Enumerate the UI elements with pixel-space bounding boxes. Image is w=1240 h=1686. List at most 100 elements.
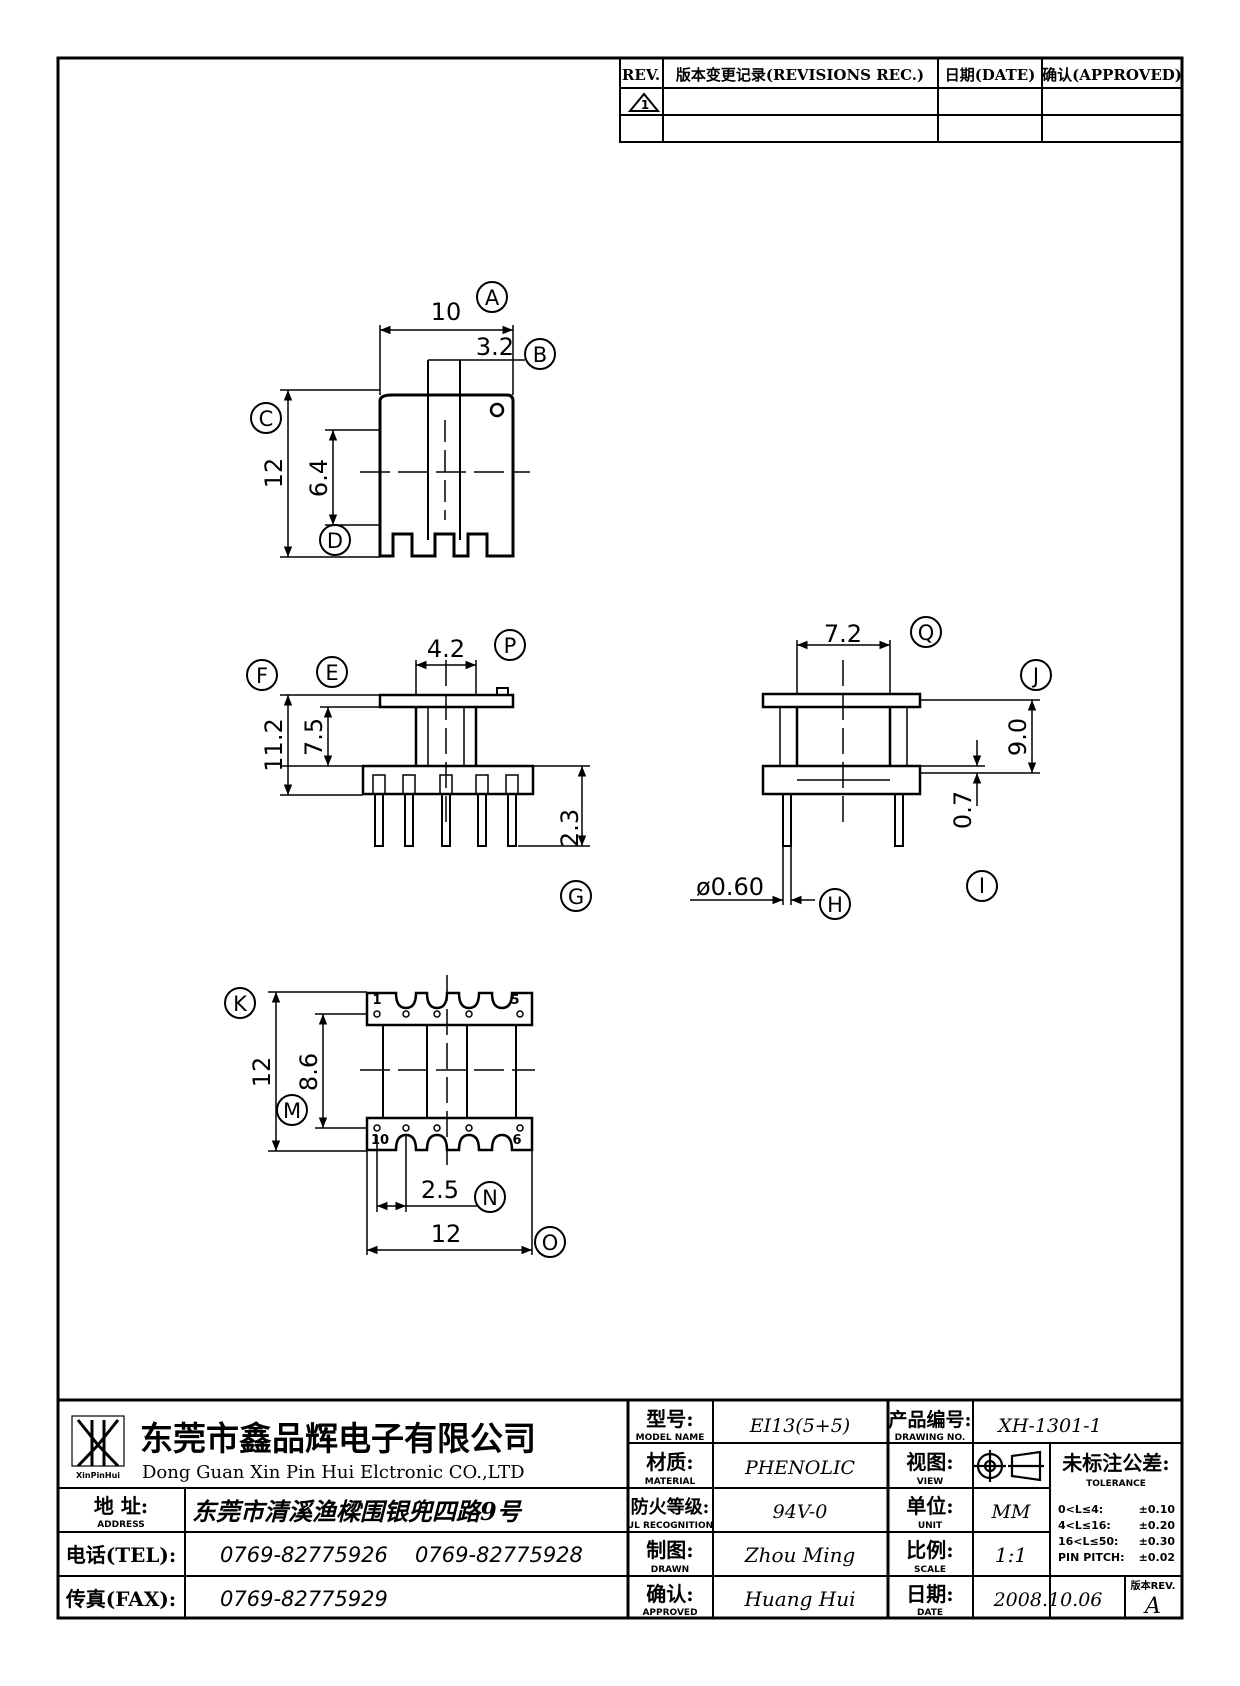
callout-d: D [319, 524, 351, 556]
callout-h: H [819, 888, 851, 920]
tol-1-value: ±0.10 [1139, 1503, 1176, 1516]
tol-2-range: 4<L≤16: [1058, 1519, 1111, 1532]
svg-text:P: P [504, 634, 517, 658]
company-name-cn: 东莞市鑫品辉电子有限公司 [140, 1419, 536, 1458]
model-value: EI13(5+5) [749, 1415, 850, 1437]
model-label-en: MODEL NAME [636, 1433, 705, 1443]
callout-e: E [316, 656, 348, 688]
version-value: A [1143, 1594, 1161, 1619]
dim-top-height: 12 [260, 458, 288, 489]
dim-side-width: 7.2 [824, 620, 862, 648]
dim-bottom-pitch: 2.5 [421, 1176, 459, 1204]
ul-label: 防火等级: [631, 1496, 710, 1518]
tel-value-1: 0769-82775926 [220, 1543, 388, 1567]
pin-label-1: 1 [372, 993, 381, 1008]
dim-top-slot: 3.2 [476, 333, 514, 361]
side-view [690, 640, 1040, 905]
callout-f: F [246, 659, 278, 691]
approved-value: Huang Hui [743, 1587, 855, 1611]
date-value: 2008.10.06 [993, 1589, 1103, 1611]
date-header: 日期(DATE) [945, 66, 1036, 84]
callout-o: O [534, 1226, 566, 1258]
tol-2-value: ±0.20 [1139, 1519, 1176, 1532]
dim-side-pin-dia: ø0.60 [696, 873, 764, 901]
material-label: 材质: [646, 1450, 693, 1474]
svg-text:G: G [568, 885, 584, 909]
company-logo: XinPinHui [71, 1415, 125, 1480]
callout-m: M [276, 1094, 308, 1126]
pin-label-10: 10 [371, 1133, 389, 1148]
fax-label: 传真(FAX): [65, 1587, 176, 1611]
dim-bottom-inner: 8.6 [295, 1053, 323, 1091]
svg-text:M: M [283, 1099, 301, 1123]
svg-text:E: E [325, 661, 338, 685]
callout-i: I [966, 870, 998, 902]
front-view [280, 660, 590, 847]
tel-label: 电话(TEL): [66, 1543, 177, 1567]
rev-header: REV. [622, 66, 660, 84]
title-block [58, 1398, 1182, 1618]
tol-4-range: PIN PITCH: [1058, 1551, 1125, 1564]
tel-value-2: 0769-82775928 [415, 1543, 583, 1567]
sheet-border [56, 56, 1184, 1620]
scale-value: 1:1 [995, 1543, 1027, 1567]
svg-text:B: B [533, 343, 547, 367]
revisions-header: 版本变更记录(REVISIONS REC.) [676, 66, 924, 84]
address-label: 地 址: [94, 1494, 148, 1518]
address-value: 东莞市清溪渔樑围银兜四路9号 [192, 1497, 523, 1526]
approved-label: 确认: [646, 1582, 693, 1606]
tol-3-value: ±0.30 [1139, 1535, 1176, 1548]
tolerance-label-en: TOLERANCE [1086, 1479, 1146, 1489]
dim-front-upper: 7.5 [300, 718, 328, 756]
tolerance-label: 未标注公差: [1062, 1451, 1169, 1475]
svg-text:XinPinHui: XinPinHui [76, 1471, 120, 1480]
tol-1-range: 0<L≤4: [1058, 1503, 1103, 1516]
callout-g: G [560, 880, 592, 912]
bottom-view [268, 975, 535, 1255]
svg-text:Q: Q [918, 621, 935, 645]
scale-label-en: SCALE [914, 1565, 946, 1575]
pin-label-5: 5 [510, 993, 519, 1008]
tol-4-value: ±0.02 [1139, 1551, 1175, 1564]
pin-label-6: 6 [512, 1133, 521, 1148]
approved-label-en: APPROVED [642, 1608, 697, 1618]
drawn-label-en: DRAWN [651, 1565, 689, 1575]
approved-header: 确认(APPROVED) [1042, 66, 1182, 84]
projection-symbol-icon [974, 1450, 1044, 1482]
dim-top-inner: 6.4 [305, 459, 333, 497]
drawing-no-label-en: DRAWING NO. [895, 1433, 966, 1443]
dim-front-pin: 2.3 [556, 809, 584, 847]
scale-label: 比例: [906, 1538, 953, 1562]
date-label: 日期: [906, 1582, 953, 1606]
ul-label-en: UL RECOGNITION [627, 1521, 713, 1531]
svg-text:F: F [256, 664, 268, 688]
svg-text:K: K [233, 992, 248, 1016]
svg-text:H: H [827, 893, 843, 917]
callout-p: P [494, 629, 526, 661]
drawing-no-label: 产品编号: [888, 1408, 971, 1431]
dim-front-total: 11.2 [260, 718, 288, 771]
callout-k: K [224, 987, 256, 1019]
date-label-en: DATE [917, 1608, 943, 1618]
drawn-label: 制图: [646, 1538, 693, 1562]
tol-3-range: 16<L≤50: [1058, 1535, 1118, 1548]
svg-text:A: A [485, 286, 500, 310]
svg-text:D: D [327, 529, 343, 553]
view-label: 视图: [906, 1450, 953, 1474]
svg-text:I: I [979, 874, 985, 898]
company-name-en: Dong Guan Xin Pin Hui Elctronic CO.,LTD [142, 1462, 525, 1483]
view-label-en: VIEW [917, 1477, 943, 1487]
callout-b: B [524, 338, 556, 370]
fax-value: 0769-82775929 [220, 1587, 388, 1611]
svg-text:O: O [542, 1231, 559, 1255]
drawn-value: Zhou Ming [744, 1543, 856, 1567]
dim-front-center: 4.2 [427, 635, 465, 663]
svg-text:C: C [259, 407, 274, 431]
callout-n: N [474, 1181, 506, 1213]
callout-q: Q [910, 616, 942, 648]
svg-text:J: J [1031, 664, 1039, 688]
callout-j: J [1020, 659, 1052, 691]
unit-label-en: UNIT [918, 1521, 943, 1531]
revision-table [619, 57, 1183, 143]
